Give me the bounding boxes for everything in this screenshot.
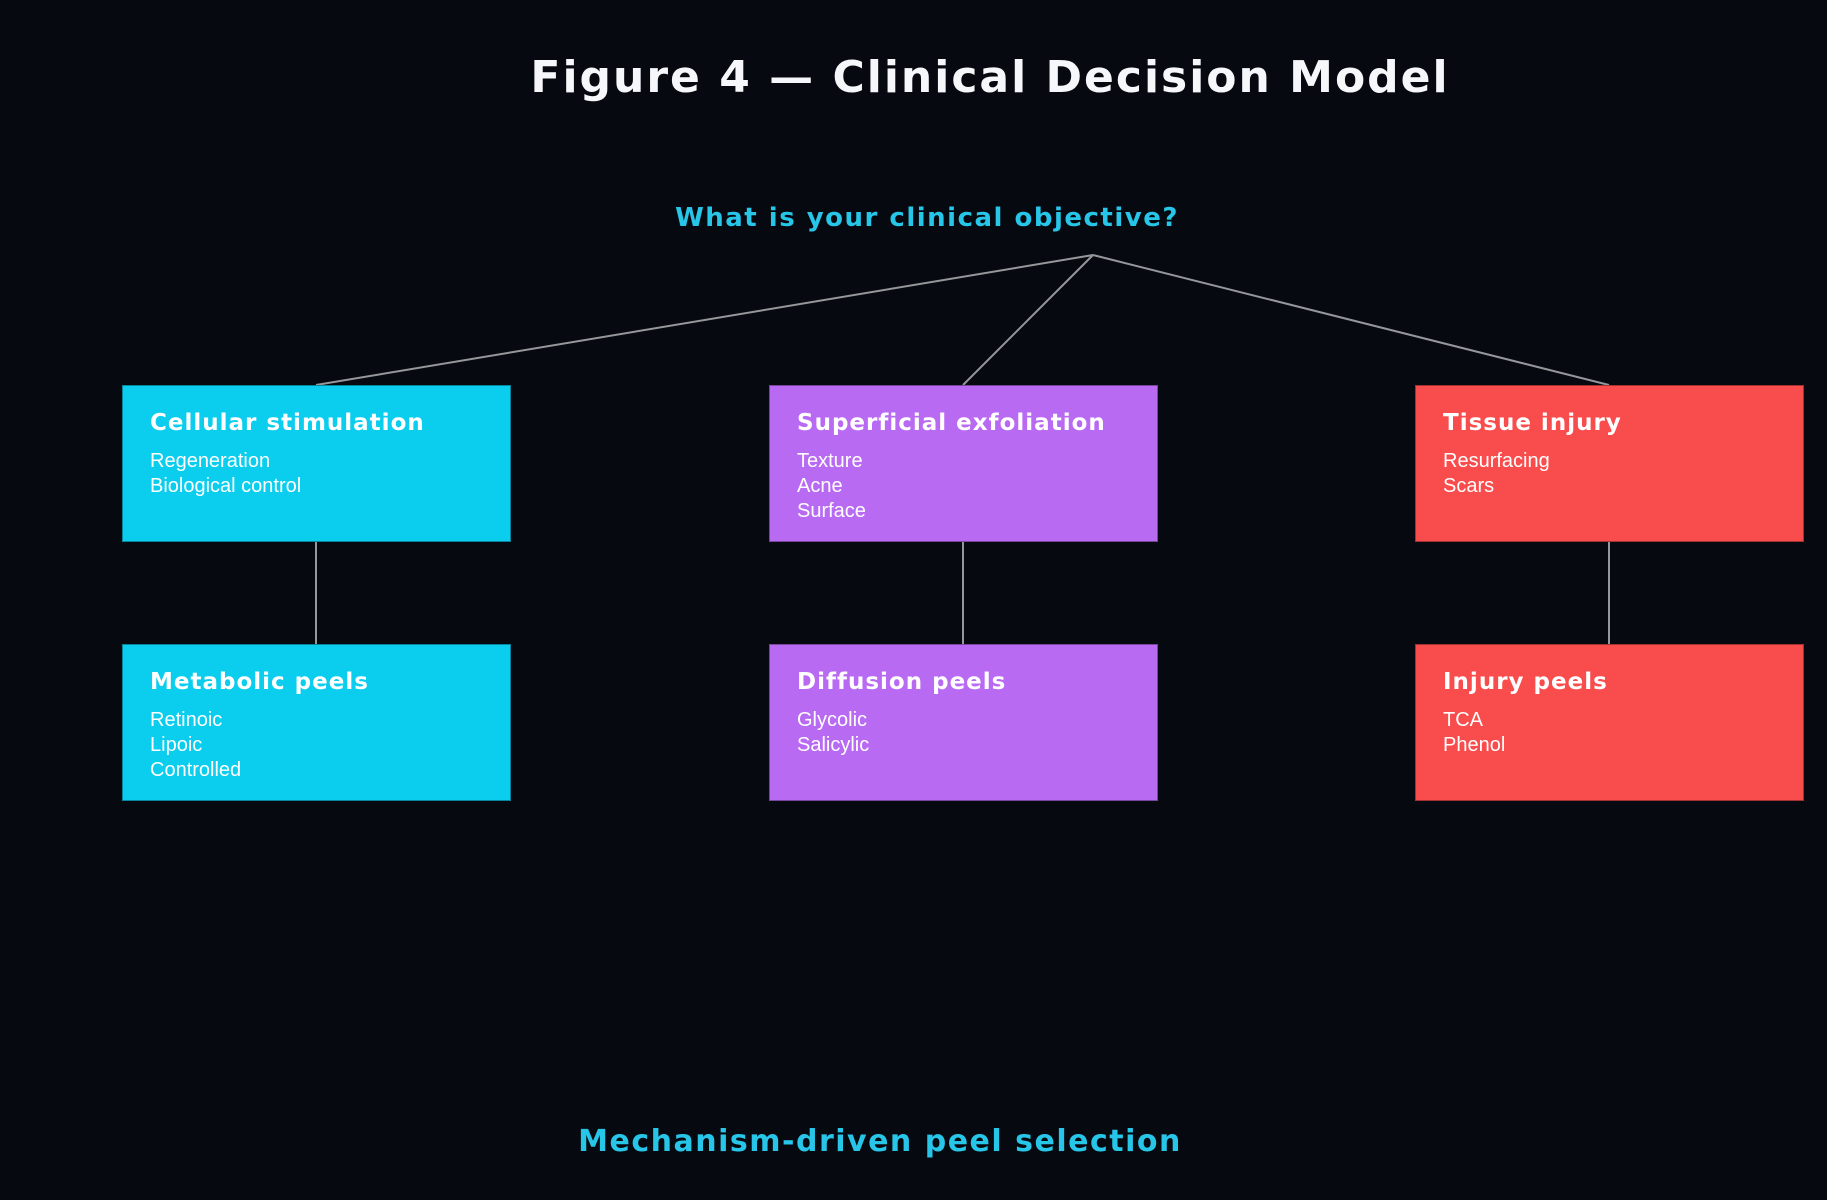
- node-item: Texture: [797, 450, 863, 472]
- node-items-diffusion-peels: Glycolic Salicylic: [797, 708, 1131, 758]
- node-items-cellular-stimulation: Regeneration Biological control: [150, 449, 484, 499]
- node-item: Phenol: [1443, 734, 1506, 756]
- figure-footer-caption: Mechanism-driven peel selection: [578, 1124, 1182, 1159]
- branch-line-cellular: [315, 254, 1094, 386]
- node-items-metabolic-peels: Retinoic Lipoic Controlled: [150, 708, 484, 783]
- node-superficial-exfoliation: Superficial exfoliation Texture Acne Sur…: [769, 385, 1158, 542]
- node-item: Glycolic: [797, 709, 868, 731]
- node-item: Biological control: [150, 475, 302, 497]
- node-item: Surface: [797, 500, 866, 522]
- node-item: Controlled: [150, 759, 242, 781]
- branch-line-superficial: [962, 254, 1094, 386]
- decision-question: What is your clinical objective?: [675, 203, 1179, 233]
- node-metabolic-peels: Metabolic peels Retinoic Lipoic Controll…: [122, 644, 511, 801]
- node-tissue-injury: Tissue injury Resurfacing Scars: [1415, 385, 1804, 542]
- node-title-tissue-injury: Tissue injury: [1443, 410, 1622, 436]
- figure-title: Figure 4 — Clinical Decision Model: [530, 52, 1450, 103]
- node-items-tissue-injury: Resurfacing Scars: [1443, 449, 1777, 499]
- node-diffusion-peels: Diffusion peels Glycolic Salicylic: [769, 644, 1158, 801]
- node-title-cellular-stimulation: Cellular stimulation: [150, 410, 425, 436]
- node-item: Resurfacing: [1443, 450, 1550, 472]
- node-items-superficial-exfoliation: Texture Acne Surface: [797, 449, 1131, 524]
- node-title-injury-peels: Injury peels: [1443, 669, 1608, 695]
- node-title-metabolic-peels: Metabolic peels: [150, 669, 369, 695]
- node-item: Scars: [1443, 475, 1495, 497]
- node-item: Salicylic: [797, 734, 870, 756]
- node-items-injury-peels: TCA Phenol: [1443, 708, 1777, 758]
- node-item: TCA: [1443, 709, 1483, 731]
- branch-line-tissue: [1092, 254, 1610, 386]
- node-item: Retinoic: [150, 709, 223, 731]
- node-injury-peels: Injury peels TCA Phenol: [1415, 644, 1804, 801]
- node-title-diffusion-peels: Diffusion peels: [797, 669, 1007, 695]
- node-title-superficial-exfoliation: Superficial exfoliation: [797, 410, 1106, 436]
- node-cellular-stimulation: Cellular stimulation Regeneration Biolog…: [122, 385, 511, 542]
- node-item: Lipoic: [150, 734, 203, 756]
- node-item: Acne: [797, 475, 843, 497]
- node-item: Regeneration: [150, 450, 271, 472]
